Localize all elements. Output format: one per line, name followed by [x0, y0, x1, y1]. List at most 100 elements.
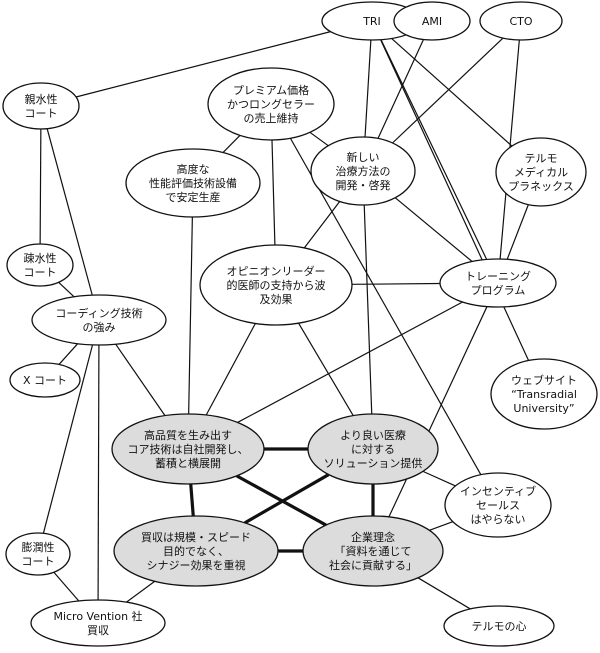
node-incentive-shape	[444, 472, 552, 538]
node-tri-label: TRI	[362, 15, 381, 28]
node-ami: AMI	[393, 1, 471, 41]
node-terumo-medical-label: メディカル	[514, 165, 568, 179]
node-terumo-heart: テルモの心	[443, 605, 555, 647]
node-training-shape	[439, 258, 557, 308]
edge-advanced-core-tech	[188, 216, 193, 415]
edge-core-tech-acquisition	[189, 483, 195, 517]
edge-terumo-medical-training	[506, 204, 529, 260]
edge-premium-incentive	[289, 137, 482, 476]
node-incentive-label: セールス	[476, 499, 520, 512]
node-incentive-label: はやらない	[471, 513, 526, 526]
node-hydrophobic-shape	[6, 243, 74, 287]
node-opinion-shape	[199, 244, 353, 326]
node-new-treatment-shape	[310, 136, 416, 206]
edge-tri-hydrophilic	[75, 31, 331, 98]
edge-philosophy-terumo-heart	[417, 577, 471, 610]
node-training-label: プログラム	[471, 283, 526, 297]
node-acquisition-label: 目的でなく、	[163, 544, 229, 558]
node-xcoat: X コート	[9, 362, 81, 398]
node-xcoat-label: X コート	[23, 374, 67, 387]
node-cto: CTO	[479, 1, 563, 41]
node-terumo-medical-shape	[495, 137, 587, 207]
node-hydrophilic-shape	[2, 82, 80, 130]
node-microvention-shape	[30, 599, 166, 647]
edge-opinion-training	[351, 282, 441, 285]
node-premium-label: かつロングセラー	[227, 97, 315, 111]
edge-hydrophobic-coating	[58, 281, 75, 298]
node-swelling-label: コート	[22, 555, 55, 568]
node-solution-label: より良い医療	[340, 428, 406, 442]
edge-coating-core-tech	[115, 343, 166, 416]
node-advanced-label: 高度な	[177, 162, 210, 176]
node-core-tech-shape	[111, 413, 265, 485]
edge-opinion-core-tech	[205, 323, 256, 416]
node-ami-shape	[393, 1, 471, 41]
edge-philosophy-incentive	[429, 521, 453, 531]
edge-coating-microvention	[97, 344, 100, 601]
node-cto-label: CTO	[509, 15, 532, 28]
node-microvention-label: 買収	[87, 624, 109, 637]
node-opinion-label: オピニオンリーダー	[227, 264, 326, 278]
node-premium-label: プレミアム価格	[233, 83, 309, 97]
edge-cto-new-treatment	[392, 37, 504, 144]
node-swelling-shape	[5, 532, 71, 576]
edge-premium-new-treatment	[309, 131, 329, 147]
node-ami-label: AMI	[422, 15, 442, 28]
edge-training-philosophy	[388, 306, 488, 518]
edge-hydrophilic-hydrophobic	[39, 128, 42, 245]
node-new-treatment-label: 新しい	[347, 150, 380, 164]
node-philosophy-label: 「資料を通じて	[335, 544, 412, 558]
node-philosophy-label: 企業理念	[351, 530, 395, 544]
node-hydrophobic-label: 疎水性	[24, 251, 57, 265]
node-advanced-shape	[125, 148, 261, 218]
node-website-label: ウェブサイト	[511, 373, 577, 387]
node-premium-shape	[207, 67, 335, 141]
node-cto-shape	[479, 1, 563, 41]
node-solution-label: ソリューション提供	[324, 456, 423, 470]
node-philosophy-shape	[302, 515, 444, 587]
node-acquisition-label: 買収は規模・スピード	[141, 530, 251, 544]
edge-tri-new-treatment	[364, 39, 372, 138]
node-core-tech-label: 高品質を生み出す	[144, 428, 232, 442]
edge-new-treatment-opinion	[303, 201, 341, 249]
node-hydrophilic-label: コート	[25, 107, 58, 120]
node-xcoat-shape	[9, 362, 81, 398]
edge-premium-opinion	[271, 139, 276, 246]
node-solution-label: に対する	[351, 442, 395, 456]
edge-coating-swelling	[42, 344, 94, 534]
edge-swelling-microvention	[53, 571, 80, 602]
edge-tri-terumo-medical	[391, 38, 513, 147]
node-website-label: “Transradial	[511, 388, 577, 401]
edge-acquisition-microvention	[126, 580, 156, 603]
node-terumo-medical-label: プラネックス	[508, 180, 574, 193]
node-advanced-label: で安定生産	[166, 190, 221, 204]
node-acquisition-label: シナジー効果を重視	[147, 558, 246, 572]
node-coating-shape	[31, 294, 167, 346]
edge-new-treatment-solution	[363, 204, 373, 415]
edge-solution-incentive	[422, 470, 456, 487]
node-hydrophobic-label: コート	[24, 266, 57, 279]
node-coating-label: の強み	[83, 321, 116, 334]
node-new-treatment-label: 治療方法の	[336, 164, 391, 178]
edge-solution-acquisition	[244, 473, 330, 525]
node-hydrophilic-label: 親水性	[25, 92, 58, 106]
node-microvention: Micro Vention 社買収	[30, 599, 166, 647]
edge-tri-website	[380, 39, 530, 361]
node-coating-label: コーディング技術	[55, 306, 142, 320]
